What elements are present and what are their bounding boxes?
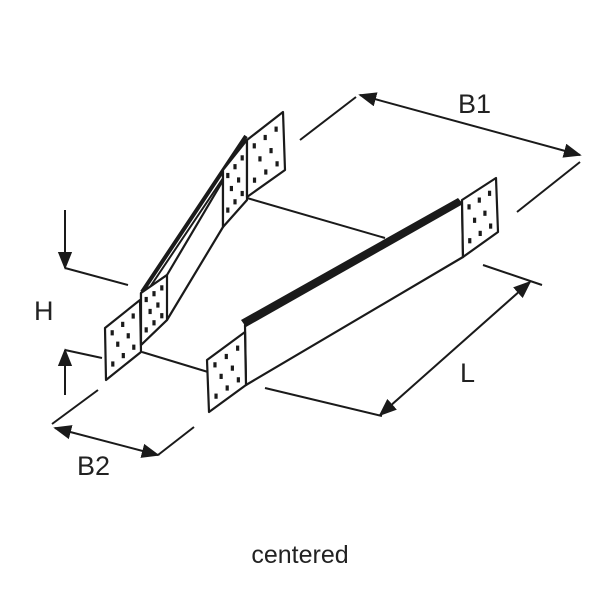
plate-hole (156, 302, 160, 308)
h-label: H (34, 296, 54, 326)
plate-hole (132, 344, 136, 350)
plate-hole (483, 210, 487, 216)
plate-hole (489, 223, 493, 229)
connector-plate (205, 330, 248, 414)
right-side-wall (205, 176, 500, 414)
plate-hole (275, 161, 279, 167)
plate-hole (236, 377, 240, 383)
connector-plate (221, 138, 249, 229)
dimension-b2: B2 (51, 389, 195, 481)
plate-hole (226, 207, 230, 213)
plate-hole (152, 320, 156, 326)
l-label: L (460, 358, 475, 388)
plate-hole (160, 285, 164, 291)
connector-plate (460, 176, 500, 259)
plate-hole (226, 172, 230, 179)
plate-hole (467, 204, 471, 210)
plate-hole (263, 134, 267, 141)
plate-hole (478, 230, 482, 236)
tray-floor (141, 197, 386, 373)
plate-hole (472, 217, 477, 223)
plate-hole (225, 385, 229, 391)
plate-hole (219, 373, 223, 379)
plate-hole (160, 313, 164, 319)
plate-hole (264, 169, 268, 175)
plate-hole (477, 197, 481, 203)
plate-hole (233, 164, 237, 170)
plate-hole (116, 341, 120, 347)
plate-holes (110, 126, 493, 399)
plate-hole (252, 177, 257, 183)
plate-hole (274, 126, 278, 132)
plate-hole (252, 143, 256, 149)
plate-hole (236, 345, 240, 351)
plate-hole (258, 156, 262, 162)
plate-hole (240, 190, 244, 197)
connector-plate (245, 110, 287, 199)
dimension-h: H (34, 210, 129, 395)
left-side-wall (103, 110, 287, 382)
caption: centered (251, 541, 348, 569)
plate-hole (468, 238, 472, 244)
plate-hole (148, 308, 152, 315)
dimension-b1: B1 (299, 89, 582, 213)
plate-hole (152, 291, 156, 297)
plate-hole (224, 353, 228, 360)
plate-hole (269, 148, 273, 154)
plate-hole (229, 185, 233, 192)
plate-hole (131, 313, 135, 319)
b2-label: B2 (77, 451, 110, 481)
plate-hole (240, 155, 244, 161)
plate-hole (487, 190, 492, 196)
dimension-l: L (264, 264, 543, 417)
plate-hole (144, 327, 148, 333)
plate-hole (121, 353, 125, 359)
connector-plate (103, 298, 143, 382)
plate-hole (214, 393, 218, 399)
plate-hole (144, 296, 148, 303)
b1-label: B1 (458, 89, 491, 119)
plate-hole (126, 333, 130, 339)
plate-hole (110, 330, 114, 336)
plate-hole (111, 361, 115, 367)
plate-hole (237, 177, 241, 183)
plate-hole (233, 199, 237, 205)
plate-hole (121, 321, 125, 327)
plate-hole (213, 362, 217, 368)
plate-hole (230, 365, 234, 371)
